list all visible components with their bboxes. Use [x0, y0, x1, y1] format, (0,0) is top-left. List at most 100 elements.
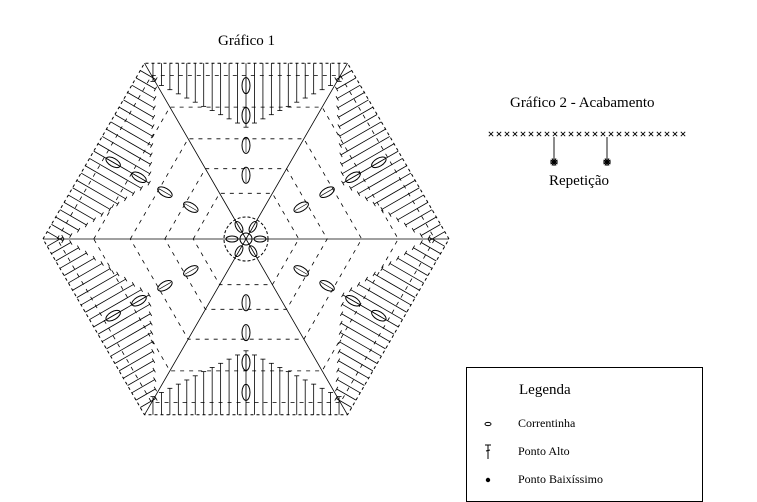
stitch-top-bar: [77, 245, 81, 251]
double-crochet-stitch: [337, 379, 361, 394]
puff-center-line: [372, 311, 386, 320]
double-crochet-stitch: [338, 99, 369, 118]
repeat-star-center: [605, 160, 609, 164]
stitch-top-bar: [338, 133, 342, 139]
double-crochet-stitch: [118, 351, 154, 372]
stitch-top-bar: [116, 271, 120, 277]
stitch-top-bar: [139, 287, 143, 293]
stitch-top-bar: [340, 171, 344, 177]
puff-center-line: [106, 311, 120, 320]
double-crochet-stitch: [72, 268, 111, 291]
puff-center-line: [184, 267, 198, 275]
stitch-top-bar: [388, 261, 392, 266]
puff-stitch: [241, 136, 251, 154]
double-crochet-stitch: [421, 242, 441, 254]
double-crochet-stitch: [51, 224, 71, 236]
puff-center-line: [294, 267, 308, 275]
single-crochet-mark: [552, 131, 558, 137]
double-crochet-stitch: [381, 187, 420, 210]
double-crochet-stitch: [428, 236, 445, 247]
stitch-top-bar: [403, 222, 408, 228]
double-crochet-stitch: [97, 143, 150, 175]
double-crochet-stitch: [76, 273, 119, 298]
double-crochet-stitch: [340, 121, 382, 146]
chart2-title: Gráfico 2 - Acabamento: [510, 95, 655, 111]
stitch-top-bar: [372, 201, 376, 207]
double-crochet-stitch: [366, 172, 412, 200]
stitch-top-bar: [336, 358, 341, 364]
stitch-top-bar: [152, 105, 156, 111]
stitch-top-bar: [339, 311, 344, 317]
stitch-top-bar: [150, 330, 154, 335]
double-crochet-stitch: [413, 216, 437, 231]
stitch-top-bar: [380, 266, 384, 272]
spoke-line: [144, 238, 247, 416]
puff-stitch: [183, 265, 199, 277]
center-petal: [248, 245, 258, 258]
stitch-top-bar: [151, 124, 155, 130]
stitch-top-bar: [339, 161, 344, 167]
double-crochet-stitch: [389, 194, 424, 215]
stitch-top-bar: [336, 105, 340, 111]
legend-label-chain: Correntinha: [518, 416, 576, 430]
double-crochet-stitch: [55, 247, 79, 262]
puff-stitch: [131, 294, 147, 307]
stitch-top-bar: [338, 143, 342, 148]
stitch-top-bar: [339, 320, 343, 326]
double-crochet-stitch: [340, 332, 382, 357]
chain-stitch-icon: [484, 421, 492, 427]
double-crochet-stitch: [335, 398, 352, 408]
stitch-top-bar: [388, 212, 392, 217]
center-petal: [234, 245, 244, 258]
puff-stitch: [371, 156, 387, 169]
double-crochet-stitch: [102, 313, 151, 342]
stitch-top-bar: [336, 367, 340, 373]
repeat-star-center: [552, 160, 556, 164]
stitch-top-bar: [150, 339, 154, 345]
center-petal: [248, 220, 258, 233]
puff-center-line: [320, 282, 334, 290]
puff-stitch: [105, 156, 121, 169]
double-crochet-stitch: [335, 70, 352, 80]
stitch-top-bar: [335, 386, 339, 392]
single-crochet-mark: [568, 131, 574, 137]
puff-center-line: [132, 173, 146, 182]
double-crochet-stitch: [338, 351, 374, 372]
double-crochet-stitch: [127, 369, 155, 386]
legend-item-double-crochet: Ponto Alto: [467, 441, 702, 463]
double-crochet-stitch: [80, 278, 126, 306]
double-crochet-stitch: [85, 284, 134, 313]
spoke-line: [245, 62, 348, 240]
stitch-top-bar: [151, 348, 155, 354]
stitch-top-bar: [335, 377, 339, 382]
double-crochet-stitch: [381, 268, 420, 291]
stitch-top-bar: [153, 86, 157, 92]
single-crochet-mark: [680, 131, 686, 137]
double-crochet-stitch: [336, 77, 357, 90]
puff-stitch: [319, 280, 335, 292]
puff-stitch: [293, 201, 309, 213]
center-petal: [225, 235, 239, 243]
puff-stitch: [371, 309, 387, 322]
stitch-top-bar: [364, 276, 368, 282]
single-crochet-mark: [576, 131, 582, 137]
stitch-top-bar: [92, 255, 96, 261]
double-crochet-stitch: [339, 341, 378, 364]
puff-center-line: [106, 158, 120, 167]
stitch-top-bar: [69, 240, 73, 245]
stitch-top-bar: [403, 250, 408, 256]
stitch-top-bar: [152, 367, 156, 373]
stitch-top-bar: [77, 227, 81, 233]
stitch-top-bar: [419, 233, 423, 238]
double-crochet-stitch: [102, 136, 151, 165]
center-magic-ring: [239, 232, 253, 246]
stitch-top-bar: [364, 196, 368, 202]
stitch-top-bar: [411, 245, 415, 251]
double-crochet-stitch: [131, 379, 155, 394]
double-crochet-stitch: [337, 84, 361, 99]
stitch-top-bar: [148, 161, 153, 167]
double-crochet-stitch: [63, 257, 95, 276]
double-crochet-stitch: [97, 303, 150, 335]
double-crochet-stitch: [118, 106, 154, 127]
double-crochet-stitch: [51, 242, 71, 254]
